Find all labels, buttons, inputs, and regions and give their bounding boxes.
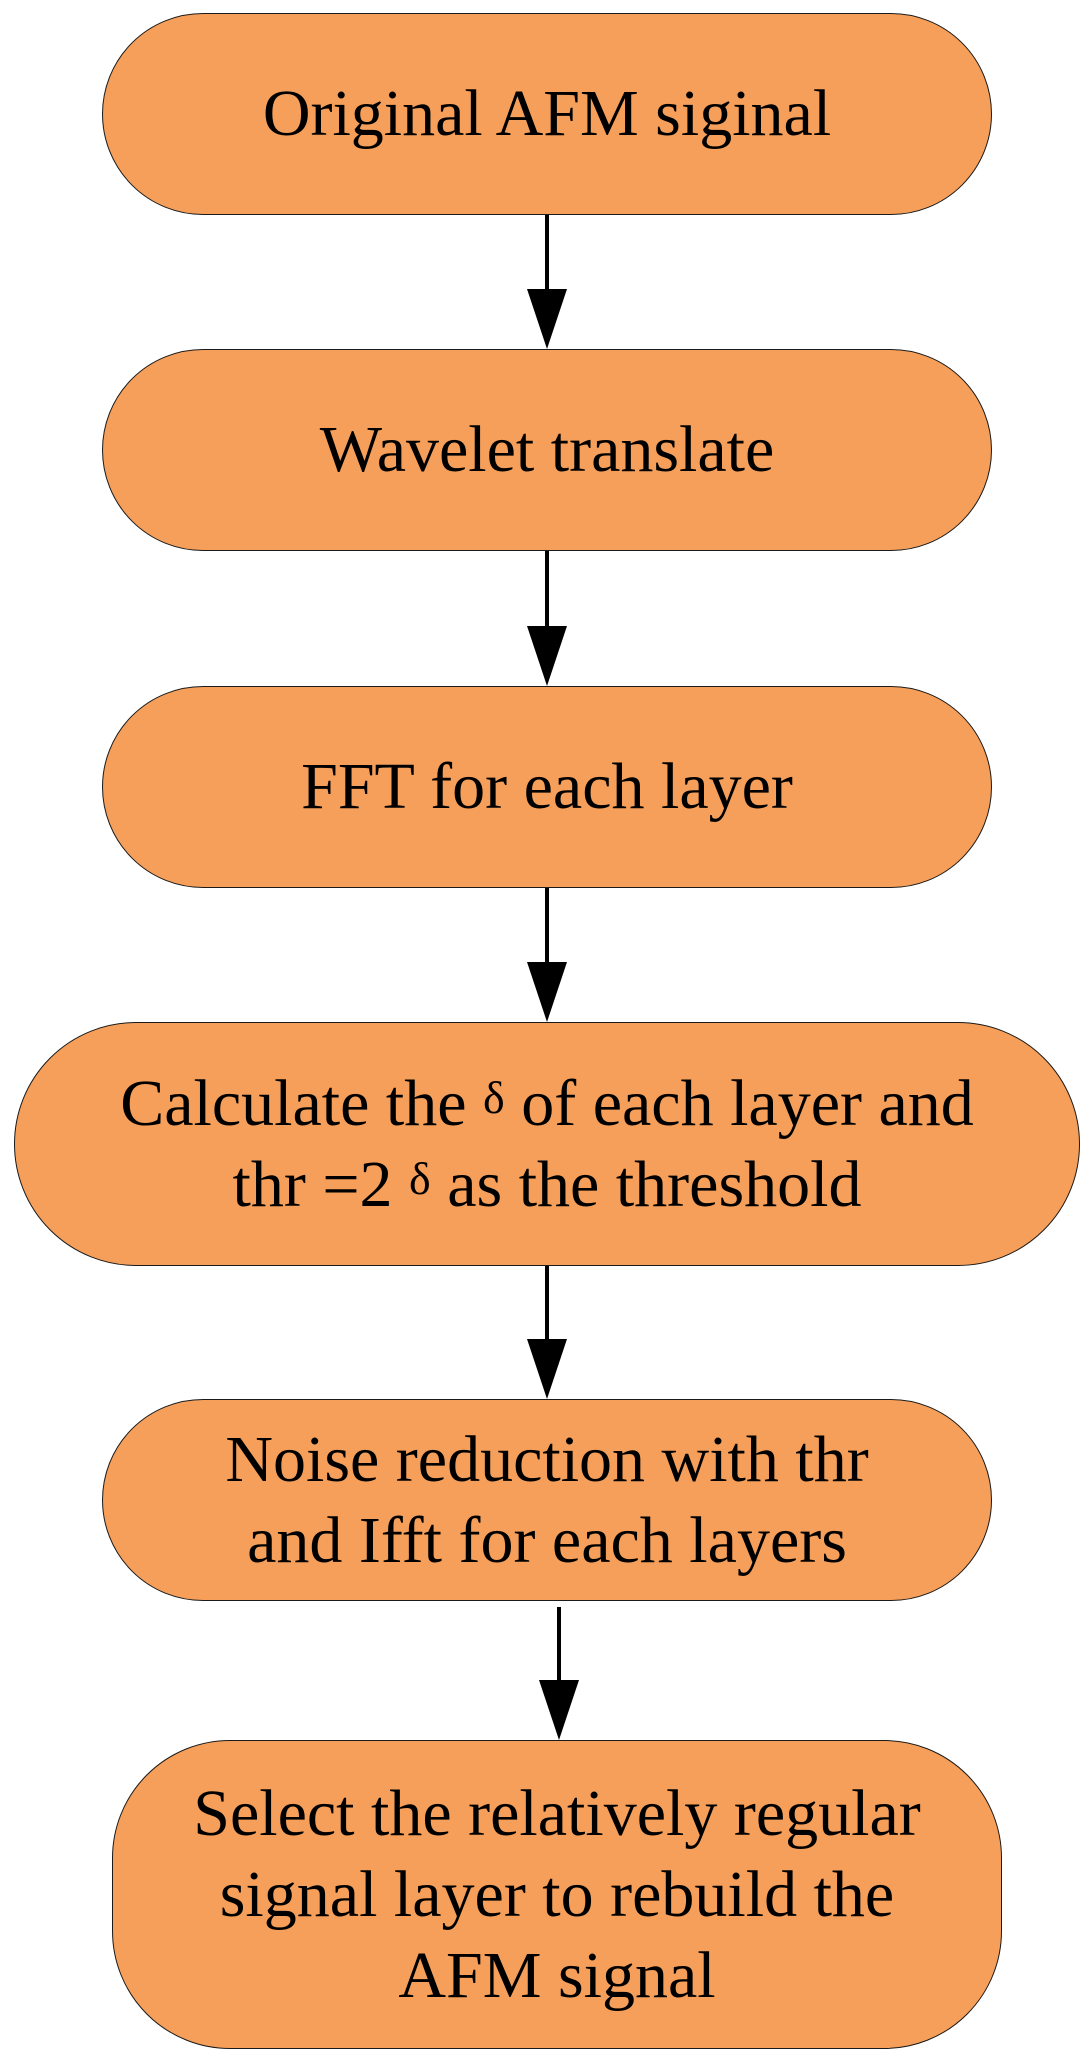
arrow-1	[527, 215, 567, 349]
step-4-line-1-pre: Calculate the	[120, 1066, 484, 1140]
arrow-3	[527, 888, 567, 1022]
step-2-text: Wavelet translate	[319, 413, 775, 487]
step-6-line-1: Select the relatively regular	[193, 1776, 921, 1850]
step-wavelet-translate: Wavelet translate	[102, 349, 992, 551]
step-4-line-2-post: as the threshold	[430, 1148, 862, 1221]
arrow-5	[539, 1607, 579, 1740]
step-4-line-2: thr =2 δ as the threshold	[233, 1144, 862, 1225]
step-calculate-threshold: Calculate the δ of each layer and thr =2…	[14, 1022, 1080, 1266]
arrow-2	[527, 551, 567, 686]
step-6-line-2: signal layer to rebuild the	[219, 1857, 895, 1931]
step-6-line-3: AFM signal	[398, 1939, 716, 2013]
delta-symbol: δ	[409, 1153, 431, 1204]
step-5-line-2: and Ifft for each layers	[247, 1504, 847, 1577]
step-fft-each-layer: FFT for each layer	[102, 686, 992, 888]
step-5-line-1: Noise reduction with thr	[225, 1422, 869, 1496]
step-rebuild-signal: Select the relatively regular signal lay…	[112, 1740, 1002, 2049]
step-1-text: Original AFM siginal	[262, 77, 832, 151]
delta-symbol: δ	[483, 1071, 505, 1123]
step-original-afm-signal: Original AFM siginal	[102, 13, 992, 215]
step-3-text: FFT for each layer	[301, 750, 793, 824]
arrow-4	[527, 1266, 567, 1399]
step-4-line-1-post: of each layer and	[504, 1066, 974, 1140]
step-4-line-1: Calculate the δ of each layer and	[120, 1063, 974, 1144]
step-noise-reduction: Noise reduction with thr and Ifft for ea…	[102, 1399, 992, 1601]
step-4-line-2-pre: thr =2	[232, 1148, 410, 1221]
